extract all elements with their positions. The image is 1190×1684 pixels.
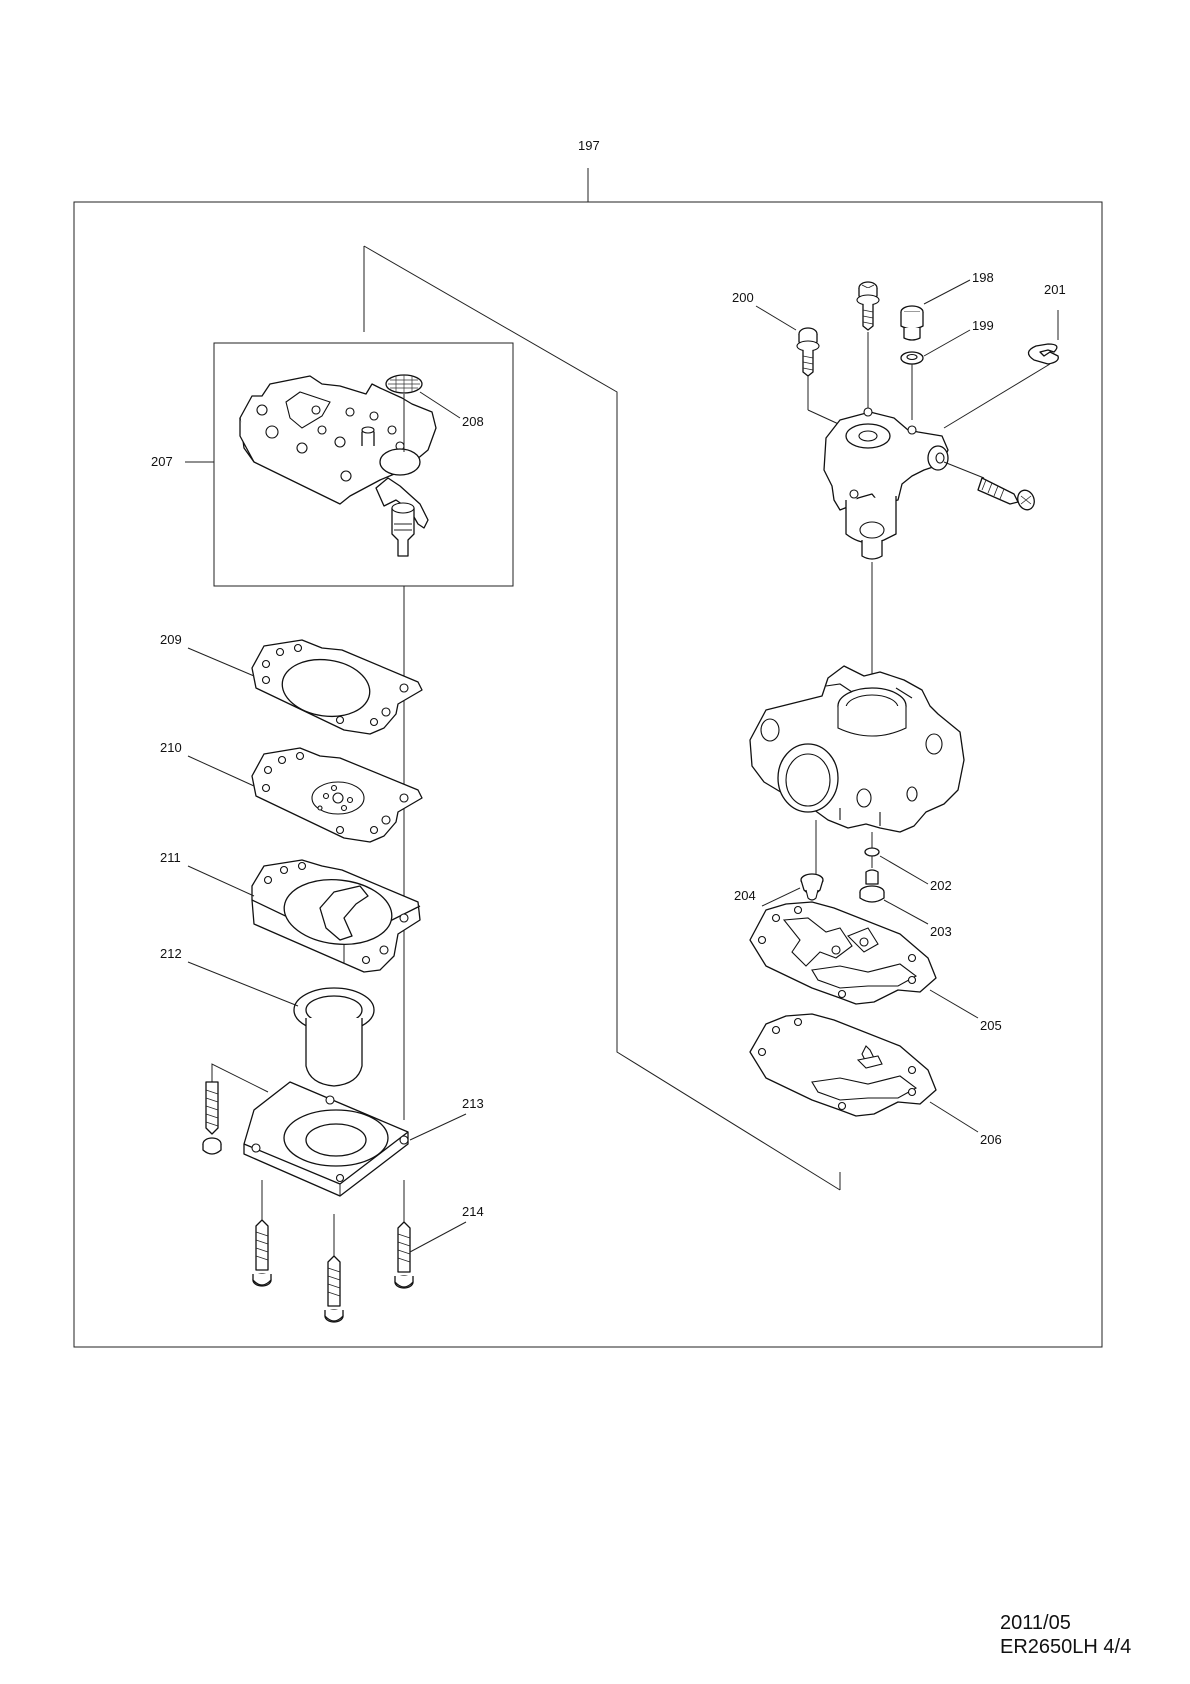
filter-screen-part: [385, 374, 423, 394]
callout-203[interactable]: 203: [930, 924, 952, 939]
callout-201[interactable]: 201: [1044, 282, 1066, 297]
callout-214[interactable]: 214: [462, 1204, 484, 1219]
screw-214-bottom-1: [252, 1180, 272, 1287]
diaphragm-206-part: [749, 1013, 937, 1117]
washer-199-part: [900, 351, 924, 365]
callout-211[interactable]: 211: [160, 850, 181, 865]
diaphragm-210-part: [251, 747, 423, 843]
footer-model-page: ER2650LH 4/4: [1000, 1636, 1132, 1658]
callout-198[interactable]: 198: [972, 270, 994, 285]
carburetor-body-part: [749, 665, 965, 833]
screw-214-top-left: [202, 1081, 222, 1155]
callout-212[interactable]: 212: [160, 946, 182, 961]
callout-205[interactable]: 205: [980, 1018, 1002, 1033]
callout-197[interactable]: 197: [578, 138, 600, 153]
screw-top-part: [856, 281, 880, 331]
pump-cover-part: [239, 375, 437, 557]
callout-206[interactable]: 206: [980, 1132, 1002, 1147]
callout-213[interactable]: 213: [462, 1096, 484, 1111]
plug-198-part: [900, 305, 924, 341]
gasket-205-part: [749, 901, 937, 1005]
needle-valve-203-part: [859, 869, 885, 903]
screen-204-part: [800, 873, 824, 901]
callout-209[interactable]: 209: [160, 632, 182, 647]
callout-200[interactable]: 200: [732, 290, 754, 305]
callout-202[interactable]: 202: [930, 878, 952, 893]
callout-204[interactable]: 204: [734, 888, 756, 903]
screw-214-bottom-2: [324, 1214, 344, 1323]
callout-199[interactable]: 199: [972, 318, 994, 333]
callout-207[interactable]: 207: [151, 454, 173, 469]
pump-body-211-part: [251, 859, 421, 973]
o-ring-202-part: [864, 847, 880, 857]
footer-date: 2011/05: [1000, 1612, 1071, 1634]
gasket-209-part: [251, 639, 423, 735]
valve-cup-212-part: [293, 987, 375, 1087]
lever-screw-part: [943, 461, 1035, 511]
callout-210[interactable]: 210: [160, 740, 182, 755]
throttle-lever-assembly-part: [823, 407, 949, 560]
cover-plate-213-part: [243, 1081, 409, 1197]
subassembly-box-207: [213, 342, 514, 587]
e-clip-201-part: [1027, 343, 1059, 365]
screw-214-bottom-3: [394, 1180, 414, 1289]
callout-208[interactable]: 208: [462, 414, 484, 429]
screw-200-part: [796, 327, 820, 377]
